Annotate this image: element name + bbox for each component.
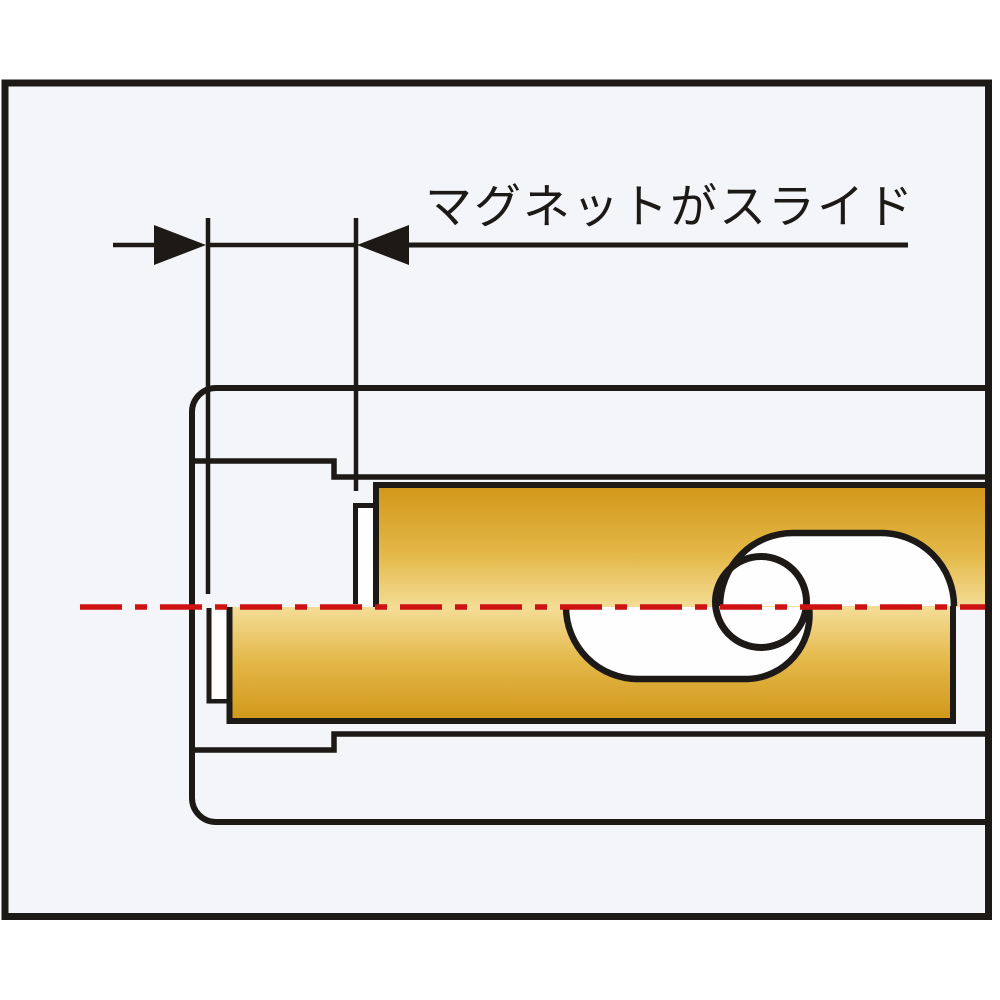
pin-slot-lower-outline: [562, 606, 813, 683]
guide-pin-circle: [712, 553, 810, 651]
housing-inner-bottom-edge: [194, 731, 985, 753]
housing-inner-top-edge: [194, 458, 985, 480]
magnet-outline-upper: [373, 482, 985, 607]
drawing-contents: [80, 218, 985, 825]
clearance-gap-lower: [211, 608, 227, 699]
magnet-outline-lower: [226, 606, 956, 724]
annotation-label: マグネットがスライド: [425, 180, 915, 233]
pin-slot-lower: [566, 607, 810, 679]
housing-body: [189, 385, 985, 825]
dimension-slide-travel: [113, 225, 908, 265]
clearance-gap-upper: [357, 507, 373, 605]
dimension-arrow-left-pointing-icon: [357, 225, 409, 265]
dimension-arrow-right-pointing-icon: [154, 225, 206, 265]
pin-slot-upper: [720, 533, 954, 606]
frame-border: [1, 79, 992, 920]
clearance-gap-upper-outline: [353, 503, 374, 604]
